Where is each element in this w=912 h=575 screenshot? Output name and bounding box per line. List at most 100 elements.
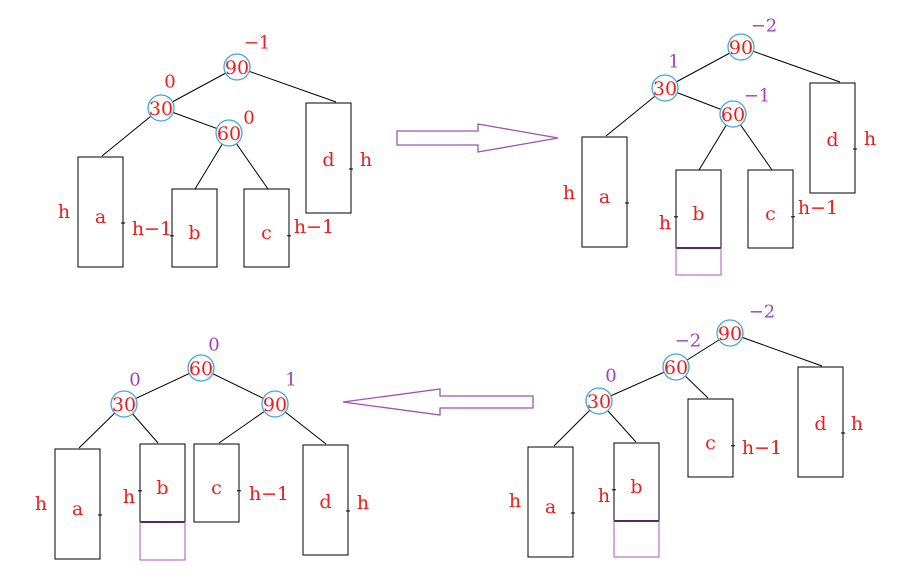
- node-30-circle: [651, 74, 679, 102]
- node-60-circle: [187, 354, 215, 382]
- tree-edge: [200, 367, 276, 405]
- subtree-d-height: h: [357, 492, 369, 514]
- subtree-c-label: c: [705, 432, 716, 454]
- subtree-c-box: [243, 188, 290, 268]
- tree-edge: [598, 366, 677, 402]
- subtree-d-height: h: [864, 128, 876, 150]
- subtree-d-box: [797, 366, 844, 478]
- arrow-right: [396, 123, 559, 153]
- subtree-a-box: [527, 446, 574, 558]
- node-90-circle: [223, 53, 251, 81]
- node-30-circle: [147, 94, 175, 122]
- tree-edge: [123, 367, 202, 405]
- tree-edge: [236, 66, 337, 103]
- subtree-c-label: c: [211, 477, 222, 499]
- subtree-a-box: [54, 448, 101, 560]
- subtree-d-box: [809, 82, 856, 194]
- node-30-circle: [110, 390, 138, 418]
- subtree-c-label: c: [261, 222, 272, 244]
- subtree-a-box: [581, 136, 628, 248]
- node-90-circle: [716, 319, 744, 347]
- subtree-c-box: [747, 169, 794, 249]
- subtree-b-label: b: [692, 203, 704, 225]
- subtree-a-height: h: [563, 182, 575, 204]
- subtree-d-height: h: [360, 149, 372, 171]
- node-60-label: 60: [217, 123, 241, 145]
- subtree-d-height: h: [851, 413, 863, 435]
- subtree-c-height: h−1: [249, 483, 289, 505]
- node-90-balance-factor: −2: [749, 302, 776, 323]
- node-90-balance-factor: 1: [285, 370, 296, 391]
- subtree-b-height: h: [598, 485, 610, 507]
- node-30-balance-factor: 0: [129, 370, 140, 391]
- node-90-label: 90: [225, 57, 249, 79]
- tree-edge: [664, 46, 742, 89]
- subtree-b-height: h: [123, 486, 135, 508]
- subtree-d-label: d: [319, 491, 331, 513]
- node-90-balance-factor: −2: [751, 16, 778, 37]
- subtree-d-box: [302, 444, 349, 556]
- node-30-label: 30: [587, 391, 611, 413]
- subtree-d-label: d: [826, 129, 838, 151]
- node-60-circle: [662, 353, 690, 381]
- subtree-b-box: [171, 188, 218, 268]
- subtree-a-height: h: [509, 490, 521, 512]
- node-60-balance-factor: 0: [243, 108, 254, 129]
- tree-edge: [160, 66, 238, 109]
- tree-edge: [729, 332, 823, 367]
- node-90-label: 90: [729, 37, 753, 59]
- subtree-c-height: h−1: [742, 437, 782, 459]
- subtree-c-height: h−1: [294, 216, 334, 238]
- subtree-d-label: d: [814, 413, 826, 435]
- node-60-label: 60: [664, 357, 688, 379]
- subtree-a-label: a: [72, 498, 83, 520]
- node-60-balance-factor: 0: [208, 335, 219, 356]
- subtree-b-label: b: [156, 477, 168, 499]
- node-30-label: 30: [149, 98, 173, 120]
- node-30-balance-factor: 0: [164, 72, 175, 93]
- subtree-b-label: b: [630, 476, 642, 498]
- subtree-a-label: a: [95, 206, 106, 228]
- node-90-circle: [261, 390, 289, 418]
- subtree-a-box: [77, 156, 124, 268]
- node-60-balance-factor: −2: [675, 331, 702, 352]
- subtree-c-height: h−1: [798, 197, 838, 219]
- inserted-node-box: [675, 247, 722, 276]
- subtree-c-box: [193, 443, 240, 523]
- subtree-a-height: h: [35, 493, 47, 515]
- node-60-label: 60: [189, 358, 213, 380]
- node-90-balance-factor: −1: [244, 33, 271, 54]
- node-30-label: 30: [112, 394, 136, 416]
- subtree-d-box: [305, 102, 352, 214]
- node-90-label: 90: [263, 394, 287, 416]
- node-30-label: 30: [653, 78, 677, 100]
- subtree-d-label: d: [322, 149, 334, 171]
- arrow-left: [342, 388, 534, 416]
- subtree-b-label: b: [188, 222, 200, 244]
- node-30-balance-factor: 1: [668, 52, 679, 73]
- subtree-a-label: a: [545, 496, 556, 518]
- inserted-node-box: [613, 520, 660, 558]
- tree-edge: [740, 46, 841, 83]
- node-90-circle: [727, 33, 755, 61]
- node-30-balance-factor: 0: [605, 366, 616, 387]
- node-60-circle: [719, 100, 747, 128]
- subtree-b-height: h: [659, 212, 671, 234]
- node-60-label: 60: [721, 104, 745, 126]
- node-60-circle: [215, 119, 243, 147]
- subtree-c-box: [687, 398, 734, 478]
- subtree-b-box: [675, 169, 722, 249]
- subtree-c-label: c: [765, 203, 776, 225]
- subtree-a-height: h: [58, 201, 70, 223]
- subtree-b-height: h−1: [132, 218, 172, 240]
- node-60-balance-factor: −1: [744, 86, 771, 107]
- node-90-label: 90: [718, 323, 742, 345]
- subtree-b-box: [613, 442, 660, 522]
- node-30-circle: [585, 387, 613, 415]
- subtree-a-label: a: [599, 186, 610, 208]
